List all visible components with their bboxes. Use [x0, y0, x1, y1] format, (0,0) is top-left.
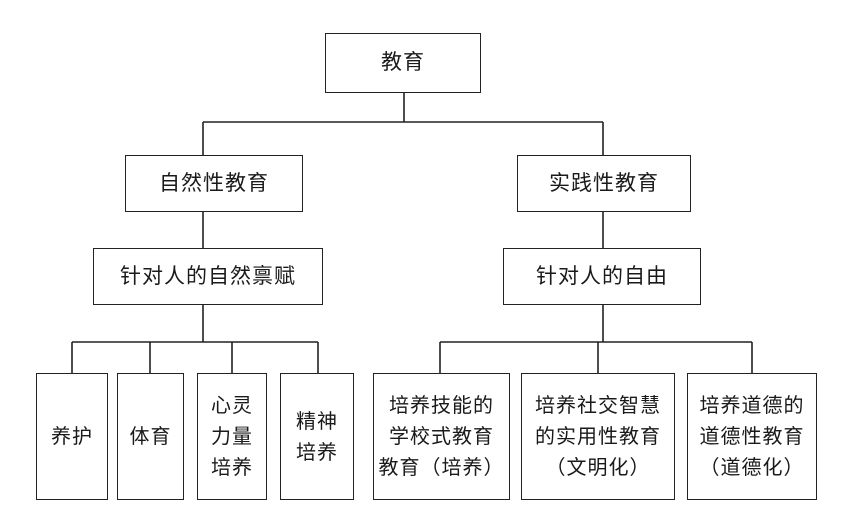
- leaf-physical-education: 体育: [117, 373, 184, 500]
- natural-education-node: 自然性教育: [125, 155, 303, 212]
- root-node: 教育: [325, 33, 481, 93]
- practical-target-node: 针对人的自由: [503, 248, 701, 305]
- natural-target-node: 针对人的自然禀赋: [93, 248, 323, 305]
- leaf-nurture: 养护: [36, 373, 108, 500]
- leaf-spiritual-cultivation: 精神 培养: [280, 373, 354, 500]
- leaf-skills-education: 培养技能的 学校式教育 教育（培养）: [373, 373, 510, 500]
- leaf-social-wisdom: 培养社交智慧 的实用性教育 （文明化）: [521, 373, 675, 500]
- practical-education-node: 实践性教育: [517, 155, 691, 212]
- leaf-moral-education: 培养道德的 道德性教育 （道德化）: [687, 373, 817, 500]
- leaf-mental-strength: 心灵 力量 培养: [197, 373, 267, 500]
